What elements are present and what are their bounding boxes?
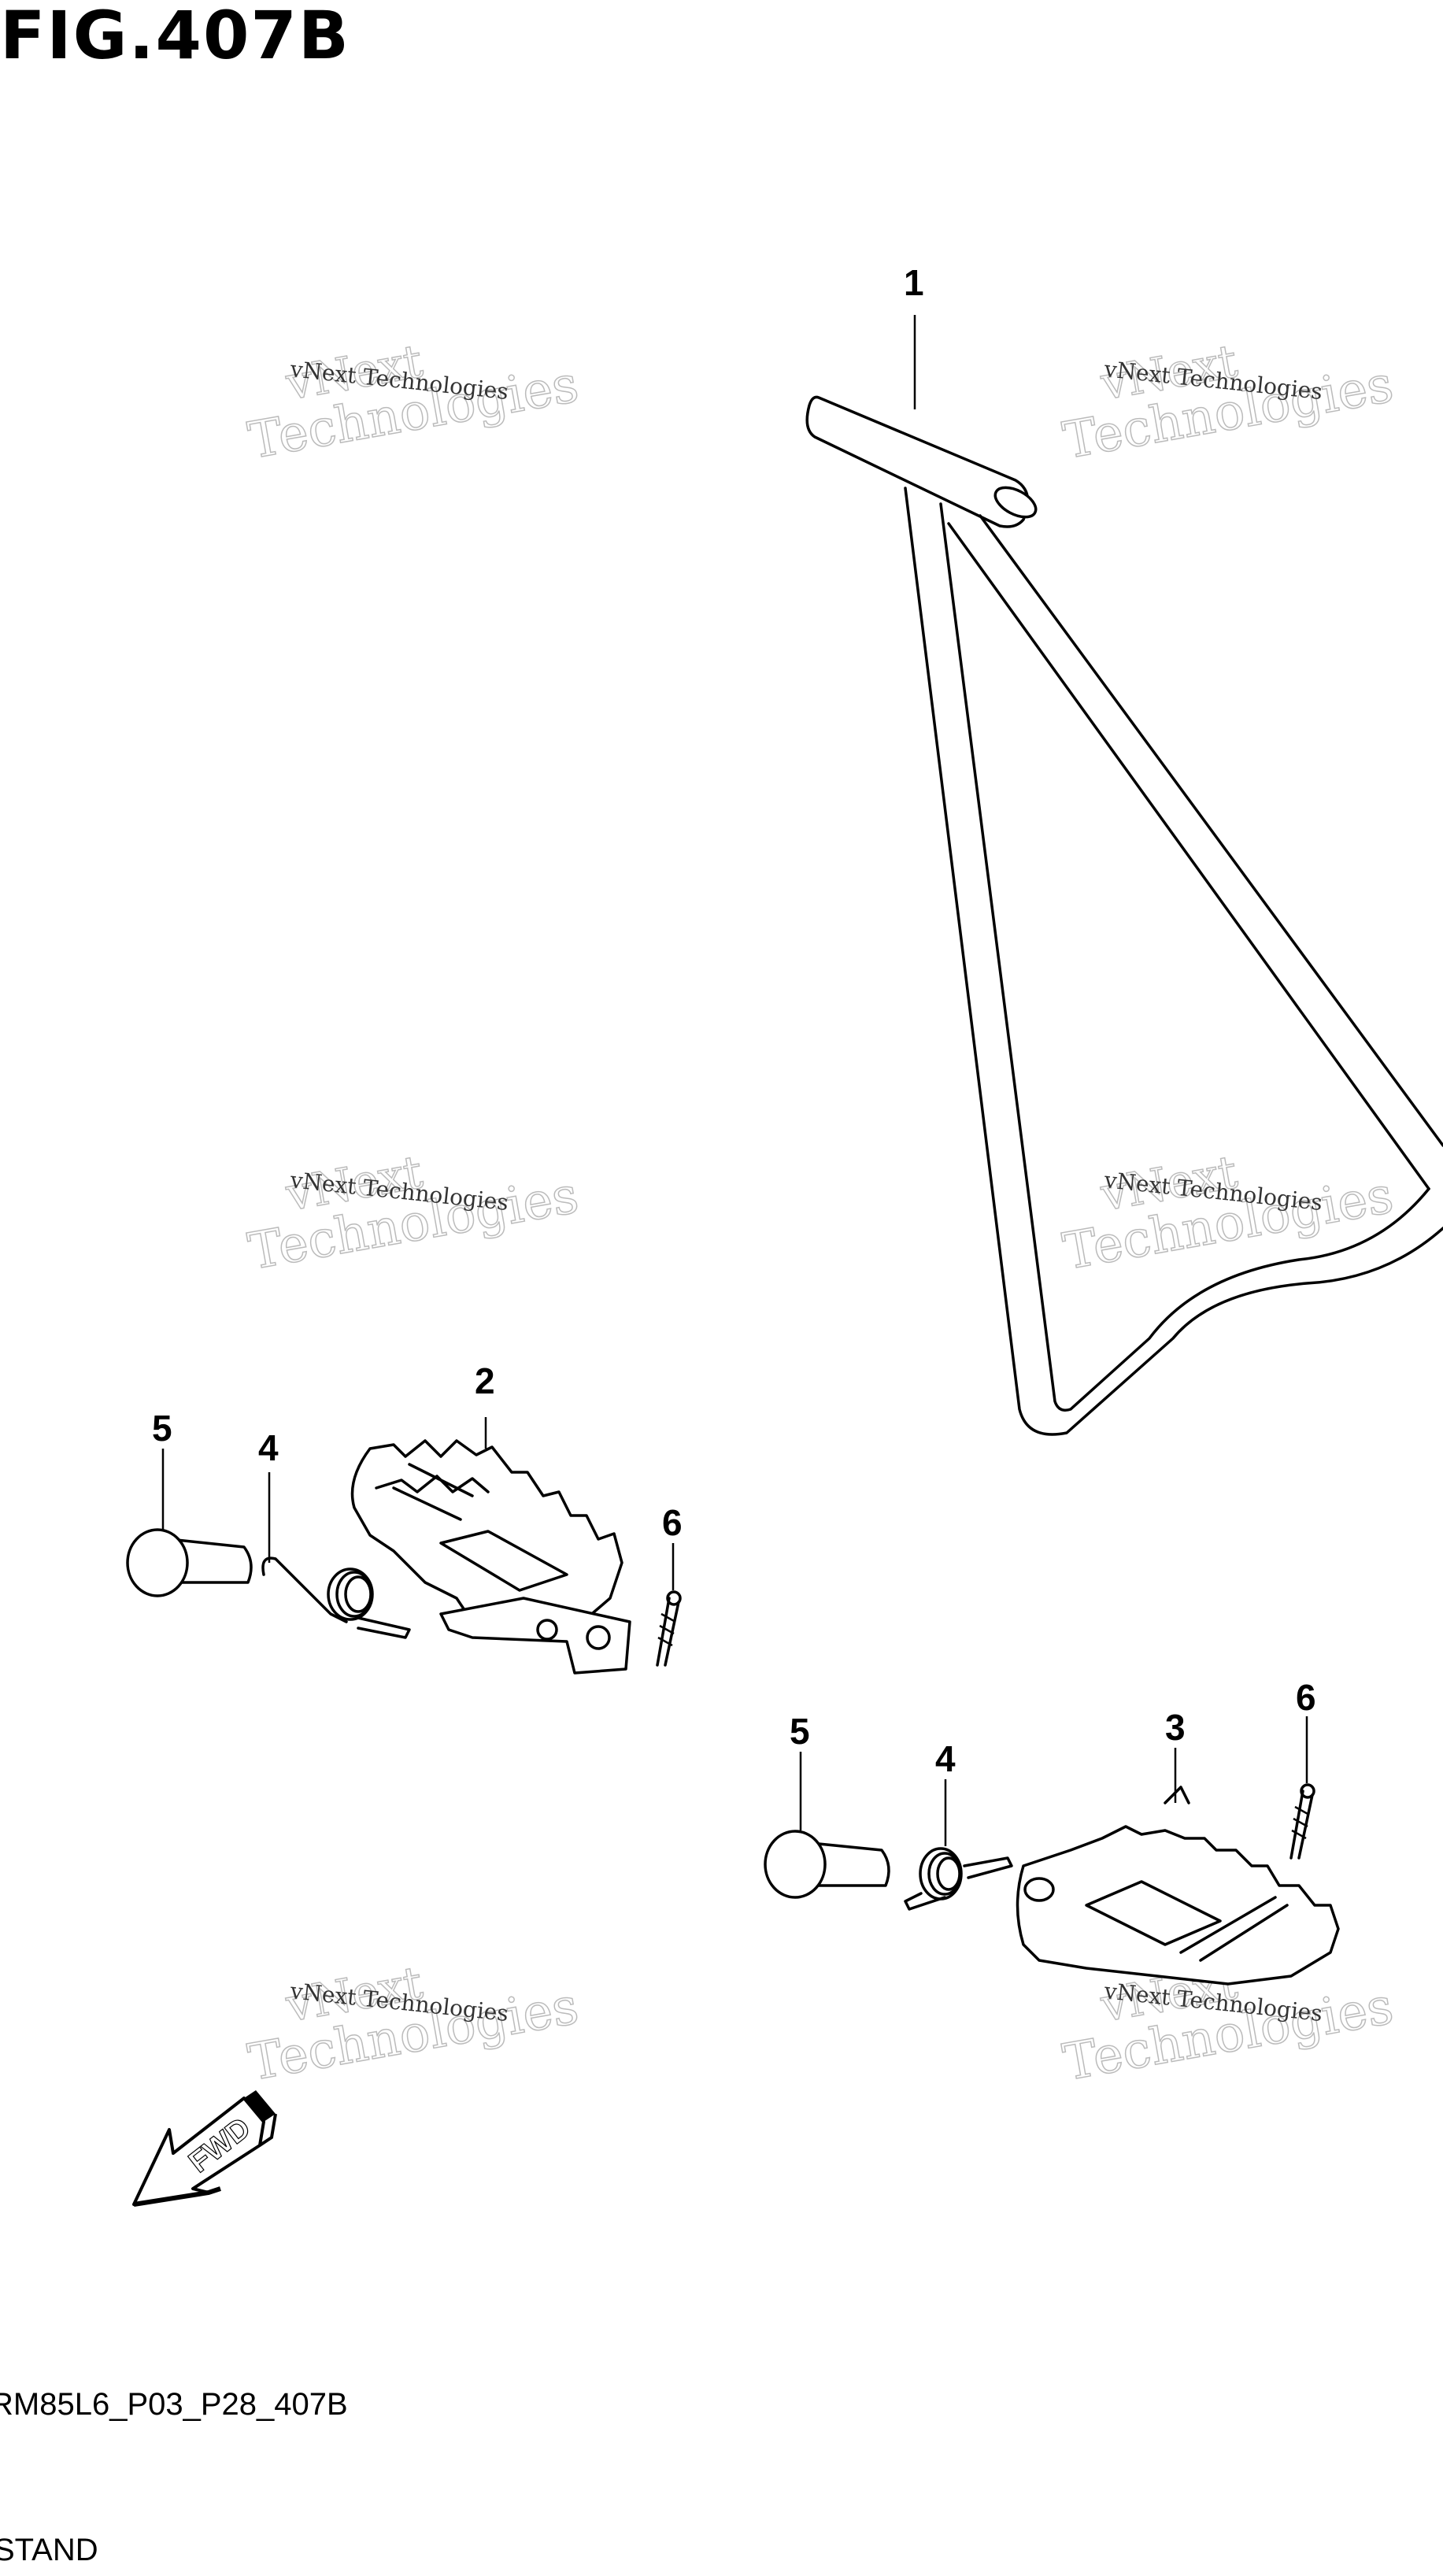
callout-4-lower: 4 — [935, 1738, 956, 1779]
callout-6-upper: 6 — [662, 1502, 683, 1543]
part-5-pin-lower — [764, 1830, 890, 1899]
callout-5-upper: 5 — [152, 1408, 172, 1449]
callout-3: 3 — [1165, 1707, 1186, 1748]
figure-title: FIG.407B — [0, 0, 350, 74]
callout-1: 1 — [904, 262, 924, 303]
callout-2: 2 — [475, 1360, 495, 1401]
fwd-arrow-icon: FWD — [132, 2090, 277, 2207]
part-4-spring-upper — [261, 1556, 411, 1639]
callout-6-lower: 6 — [1296, 1677, 1316, 1718]
part-2-footrest — [350, 1439, 631, 1675]
part-6-cotter-pin-upper — [656, 1590, 682, 1667]
figure-name: STAND — [0, 2533, 98, 2567]
callout-5-lower: 5 — [790, 1711, 810, 1752]
part-1-stand — [805, 395, 1443, 1436]
part-5-pin-upper — [126, 1528, 253, 1597]
part-6-cotter-pin-lower — [1289, 1783, 1315, 1860]
part-3-footrest — [1016, 1786, 1340, 1986]
callout-4-upper: 4 — [258, 1427, 279, 1468]
figure-code: RM85L6_P03_P28_407B — [0, 2387, 348, 2422]
part-4-spring-lower — [904, 1847, 1013, 1911]
